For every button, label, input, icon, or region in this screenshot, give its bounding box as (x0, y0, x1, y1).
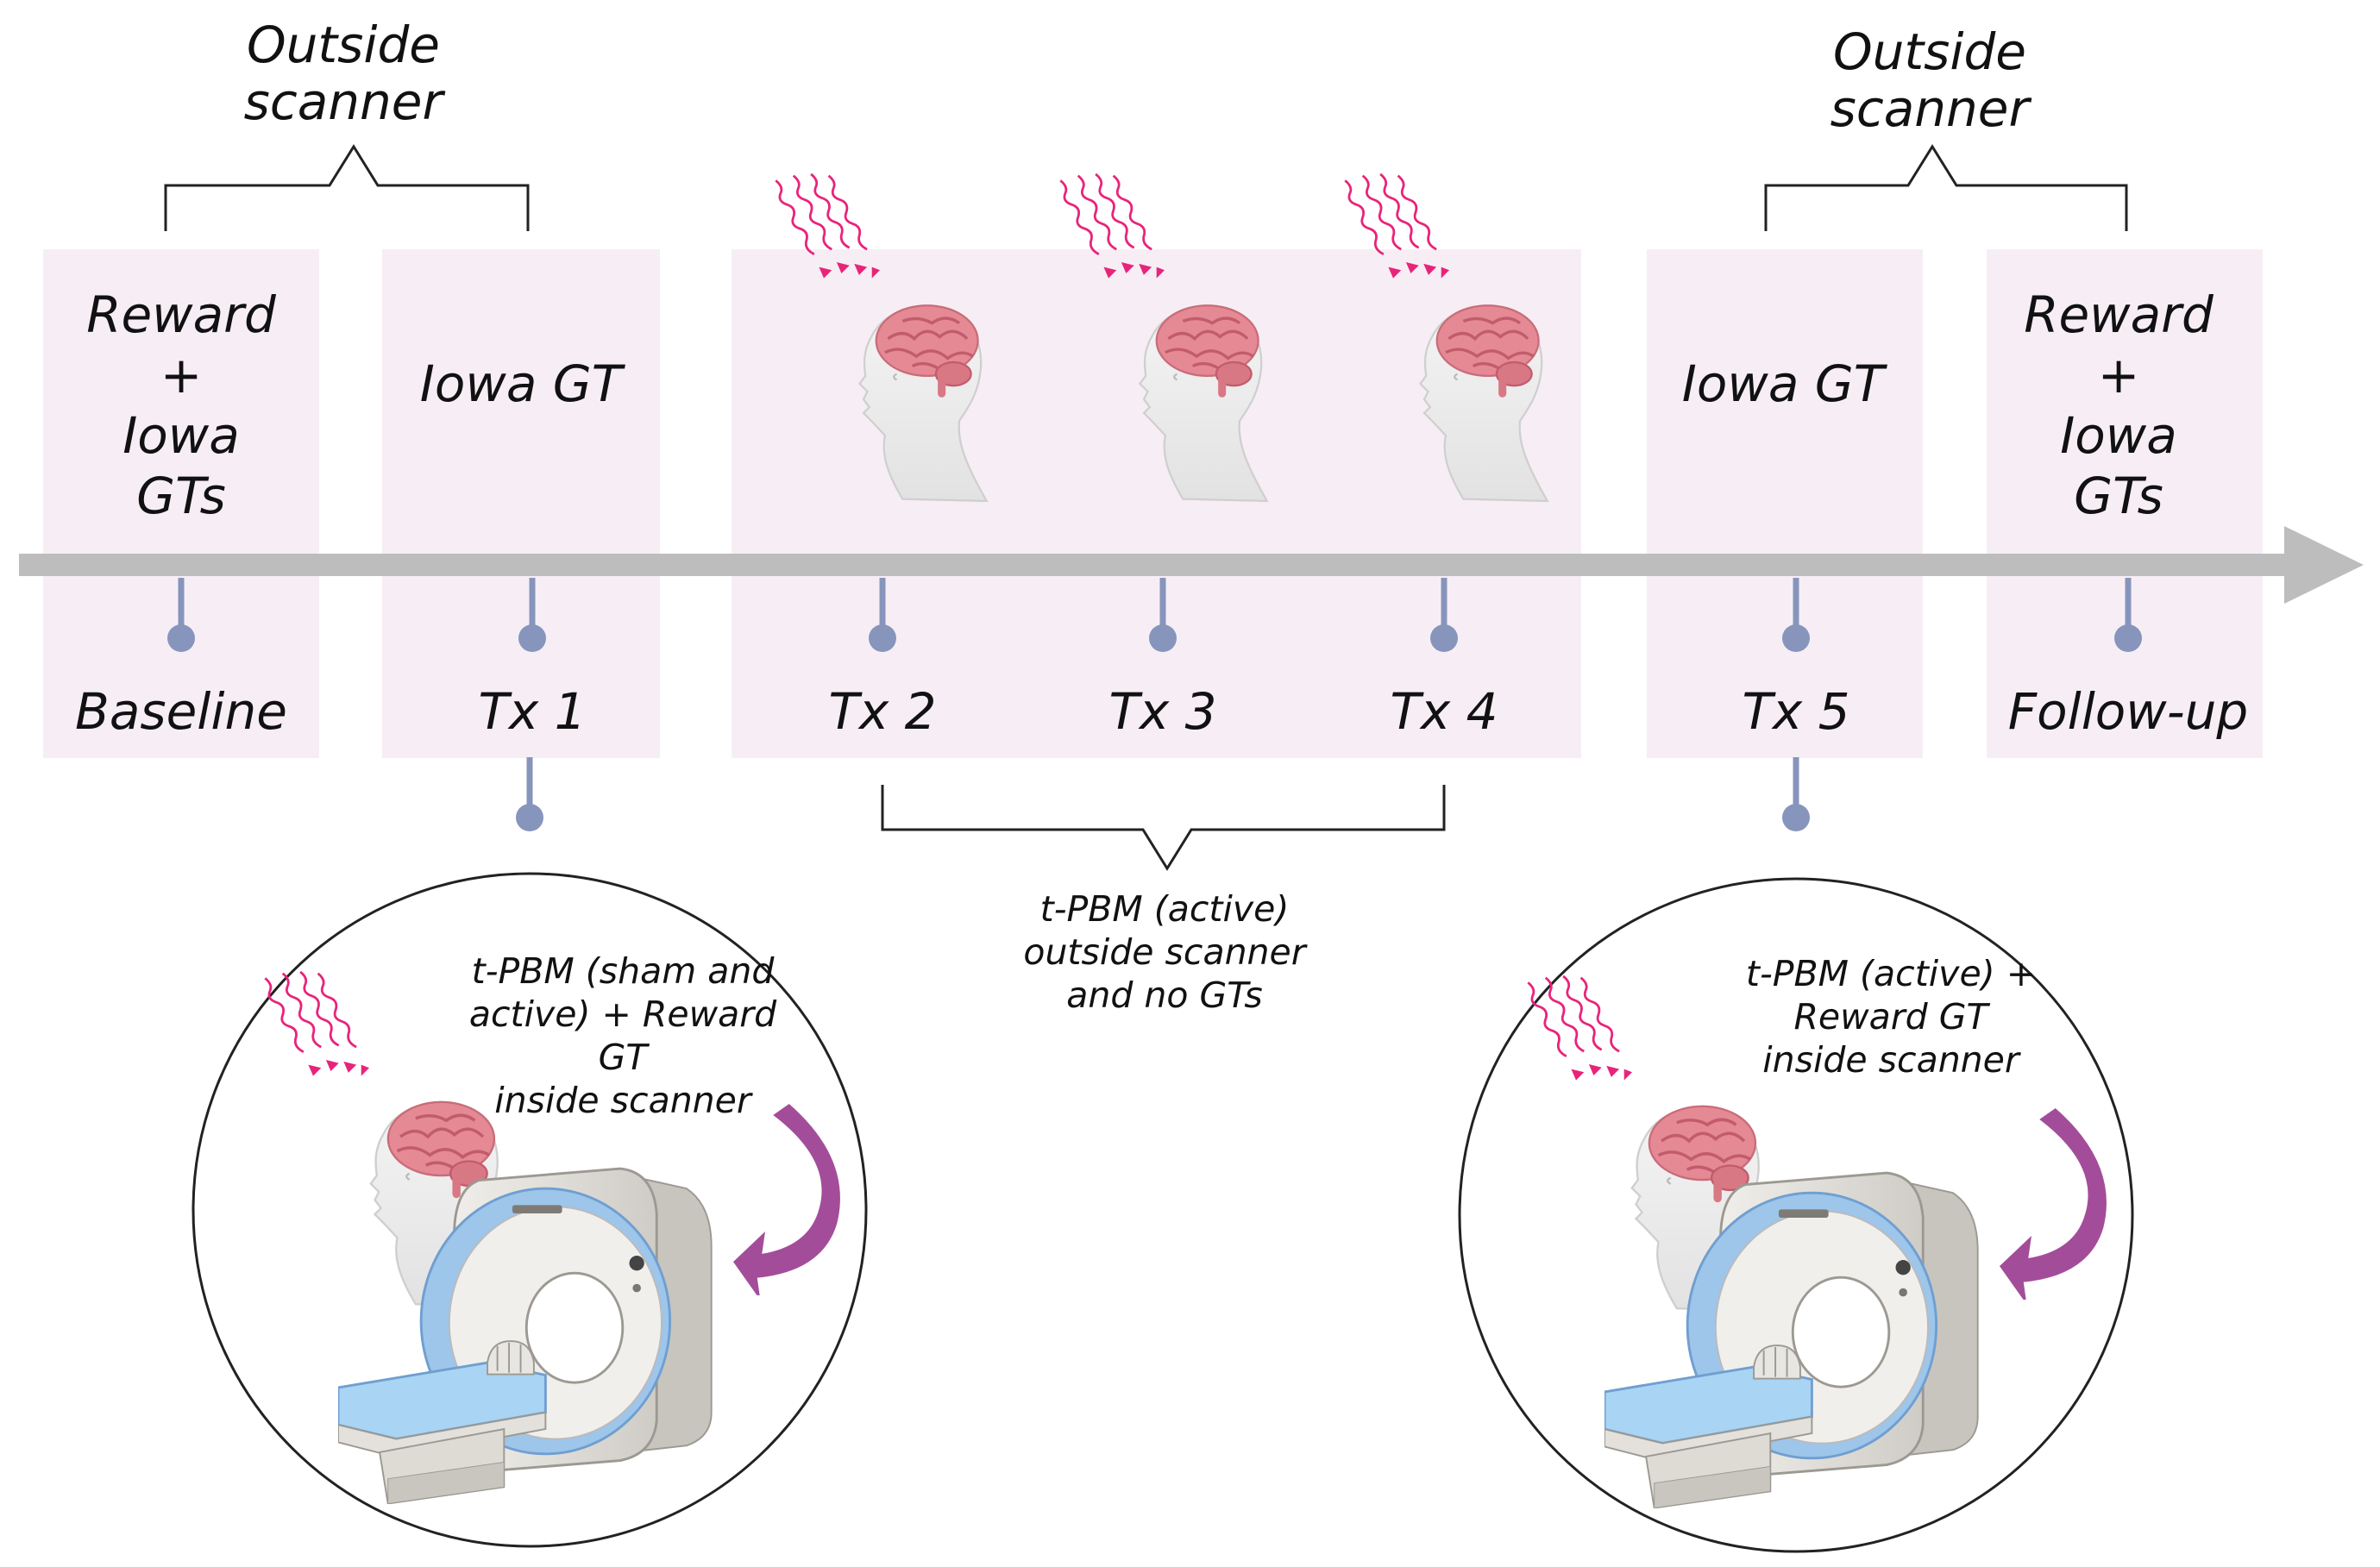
label-follow-up: Follow-up (2008, 682, 2249, 741)
marker-tx4 (1430, 578, 1458, 652)
baseline-task-2: + (160, 346, 203, 404)
middle-note-1: t-PBM (active) (1040, 888, 1290, 930)
label-tx5: Tx 5 (1742, 682, 1849, 741)
follow-up-task-1: Reward (2024, 285, 2214, 344)
middle-note-3: and no GTs (1066, 975, 1263, 1016)
label-tx3: Tx 3 (1108, 682, 1216, 741)
marker-baseline (167, 578, 195, 652)
label-tx4: Tx 4 (1390, 682, 1498, 741)
follow-up-task-4: GTs (2074, 467, 2163, 525)
circle-right-line-3: inside scanner (1762, 1039, 2021, 1081)
label-baseline: Baseline (75, 682, 287, 741)
label-tx2: Tx 2 (828, 682, 936, 741)
panel-baseline (43, 249, 319, 758)
bracket-left-label-2: scanner (244, 72, 446, 131)
circle-left-line-1: t-PBM (sham and (472, 950, 776, 992)
bracket-tx2-tx4 (881, 785, 1446, 871)
tx5-task: Iowa GT (1682, 354, 1888, 413)
scanner-session-circle-tx1: t-PBM (sham and active) + Reward GT insi… (192, 872, 868, 1548)
panel-follow-up (1987, 249, 2263, 758)
marker-tx1-lower (516, 757, 543, 831)
marker-tx1 (518, 578, 546, 652)
panel-tx5 (1647, 249, 1923, 758)
circle-right-line-2: Reward GT (1793, 996, 1990, 1037)
marker-follow-up (2114, 578, 2142, 652)
scanner-session-circle-tx5: t-PBM (active) + Reward GT inside scanne… (1458, 877, 2134, 1553)
label-tx1: Tx 1 (478, 682, 586, 741)
bracket-left-label-1: Outside (247, 16, 440, 74)
circle-left-line-3: GT (599, 1037, 650, 1078)
circle-right-line-1: t-PBM (active) + (1746, 953, 2036, 994)
follow-up-task-2: + (2098, 346, 2140, 404)
bracket-outside-scanner-right (1764, 144, 2128, 231)
timeline-arrow-icon (19, 526, 2364, 604)
panel-tx1 (382, 249, 660, 758)
circle-left-line-4: inside scanner (494, 1080, 753, 1121)
marker-tx2 (869, 578, 896, 652)
timeline-markers (167, 578, 2142, 831)
marker-tx5-lower (1782, 757, 1810, 831)
follow-up-task-3: Iowa (2060, 406, 2177, 465)
circle-left-line-2: active) + Reward (469, 993, 777, 1035)
marker-tx5 (1782, 578, 1810, 652)
baseline-task-3: Iowa (122, 406, 240, 465)
baseline-task-1: Reward (86, 285, 277, 344)
bracket-right-label-1: Outside (1833, 22, 2026, 81)
marker-tx3 (1149, 578, 1177, 652)
middle-note-2: outside scanner (1023, 931, 1307, 973)
bracket-outside-scanner-left (164, 144, 530, 231)
baseline-task-4: GTs (136, 467, 226, 525)
bracket-right-label-2: scanner (1831, 79, 2032, 138)
tx1-task: Iowa GT (420, 354, 626, 413)
